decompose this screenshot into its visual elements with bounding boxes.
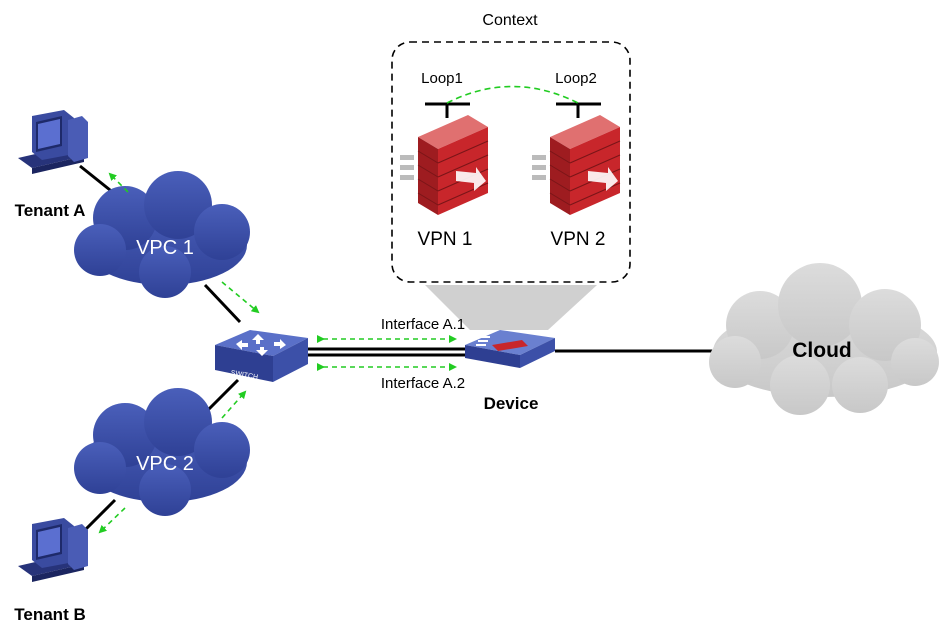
arrow-switch-to-vpc2 [221,390,247,419]
vpc1-cloud-icon [74,171,250,298]
arrow-vpc1-to-switch [221,281,260,314]
vpc2-label: VPC 2 [136,453,194,475]
context-box [391,41,631,283]
loop1-label: Loop1 [421,70,463,87]
context-callout [425,285,597,330]
cloud-label: Cloud [792,339,851,362]
tenant-b-computer-icon [18,518,88,582]
tenant-a-computer-icon [18,110,88,174]
device-icon [465,330,555,368]
switch-label: SWITCH [230,370,258,382]
vpc2-cloud-icon [74,388,250,516]
device-label: Device [484,394,539,413]
tenant-a-label: Tenant A [15,201,86,220]
vpn2-label: VPN 2 [551,229,606,250]
cloud-icon [709,263,939,415]
arrow-vpc2-to-tenant-b [98,507,126,534]
loop-link [446,85,579,104]
loop2-label: Loop2 [555,70,597,87]
switch-icon [215,330,308,382]
tenant-b-label: Tenant B [14,605,85,624]
arrow-vpc1-to-tenant-a [108,172,129,193]
vpc1-label: VPC 1 [136,237,194,259]
context-title: Context [482,12,538,29]
interface-a2-label: Interface A.2 [381,375,465,392]
link-vpc1-switch [203,283,242,324]
interface-a1-label: Interface A.1 [381,316,465,333]
vpn1-label: VPN 1 [418,229,473,250]
